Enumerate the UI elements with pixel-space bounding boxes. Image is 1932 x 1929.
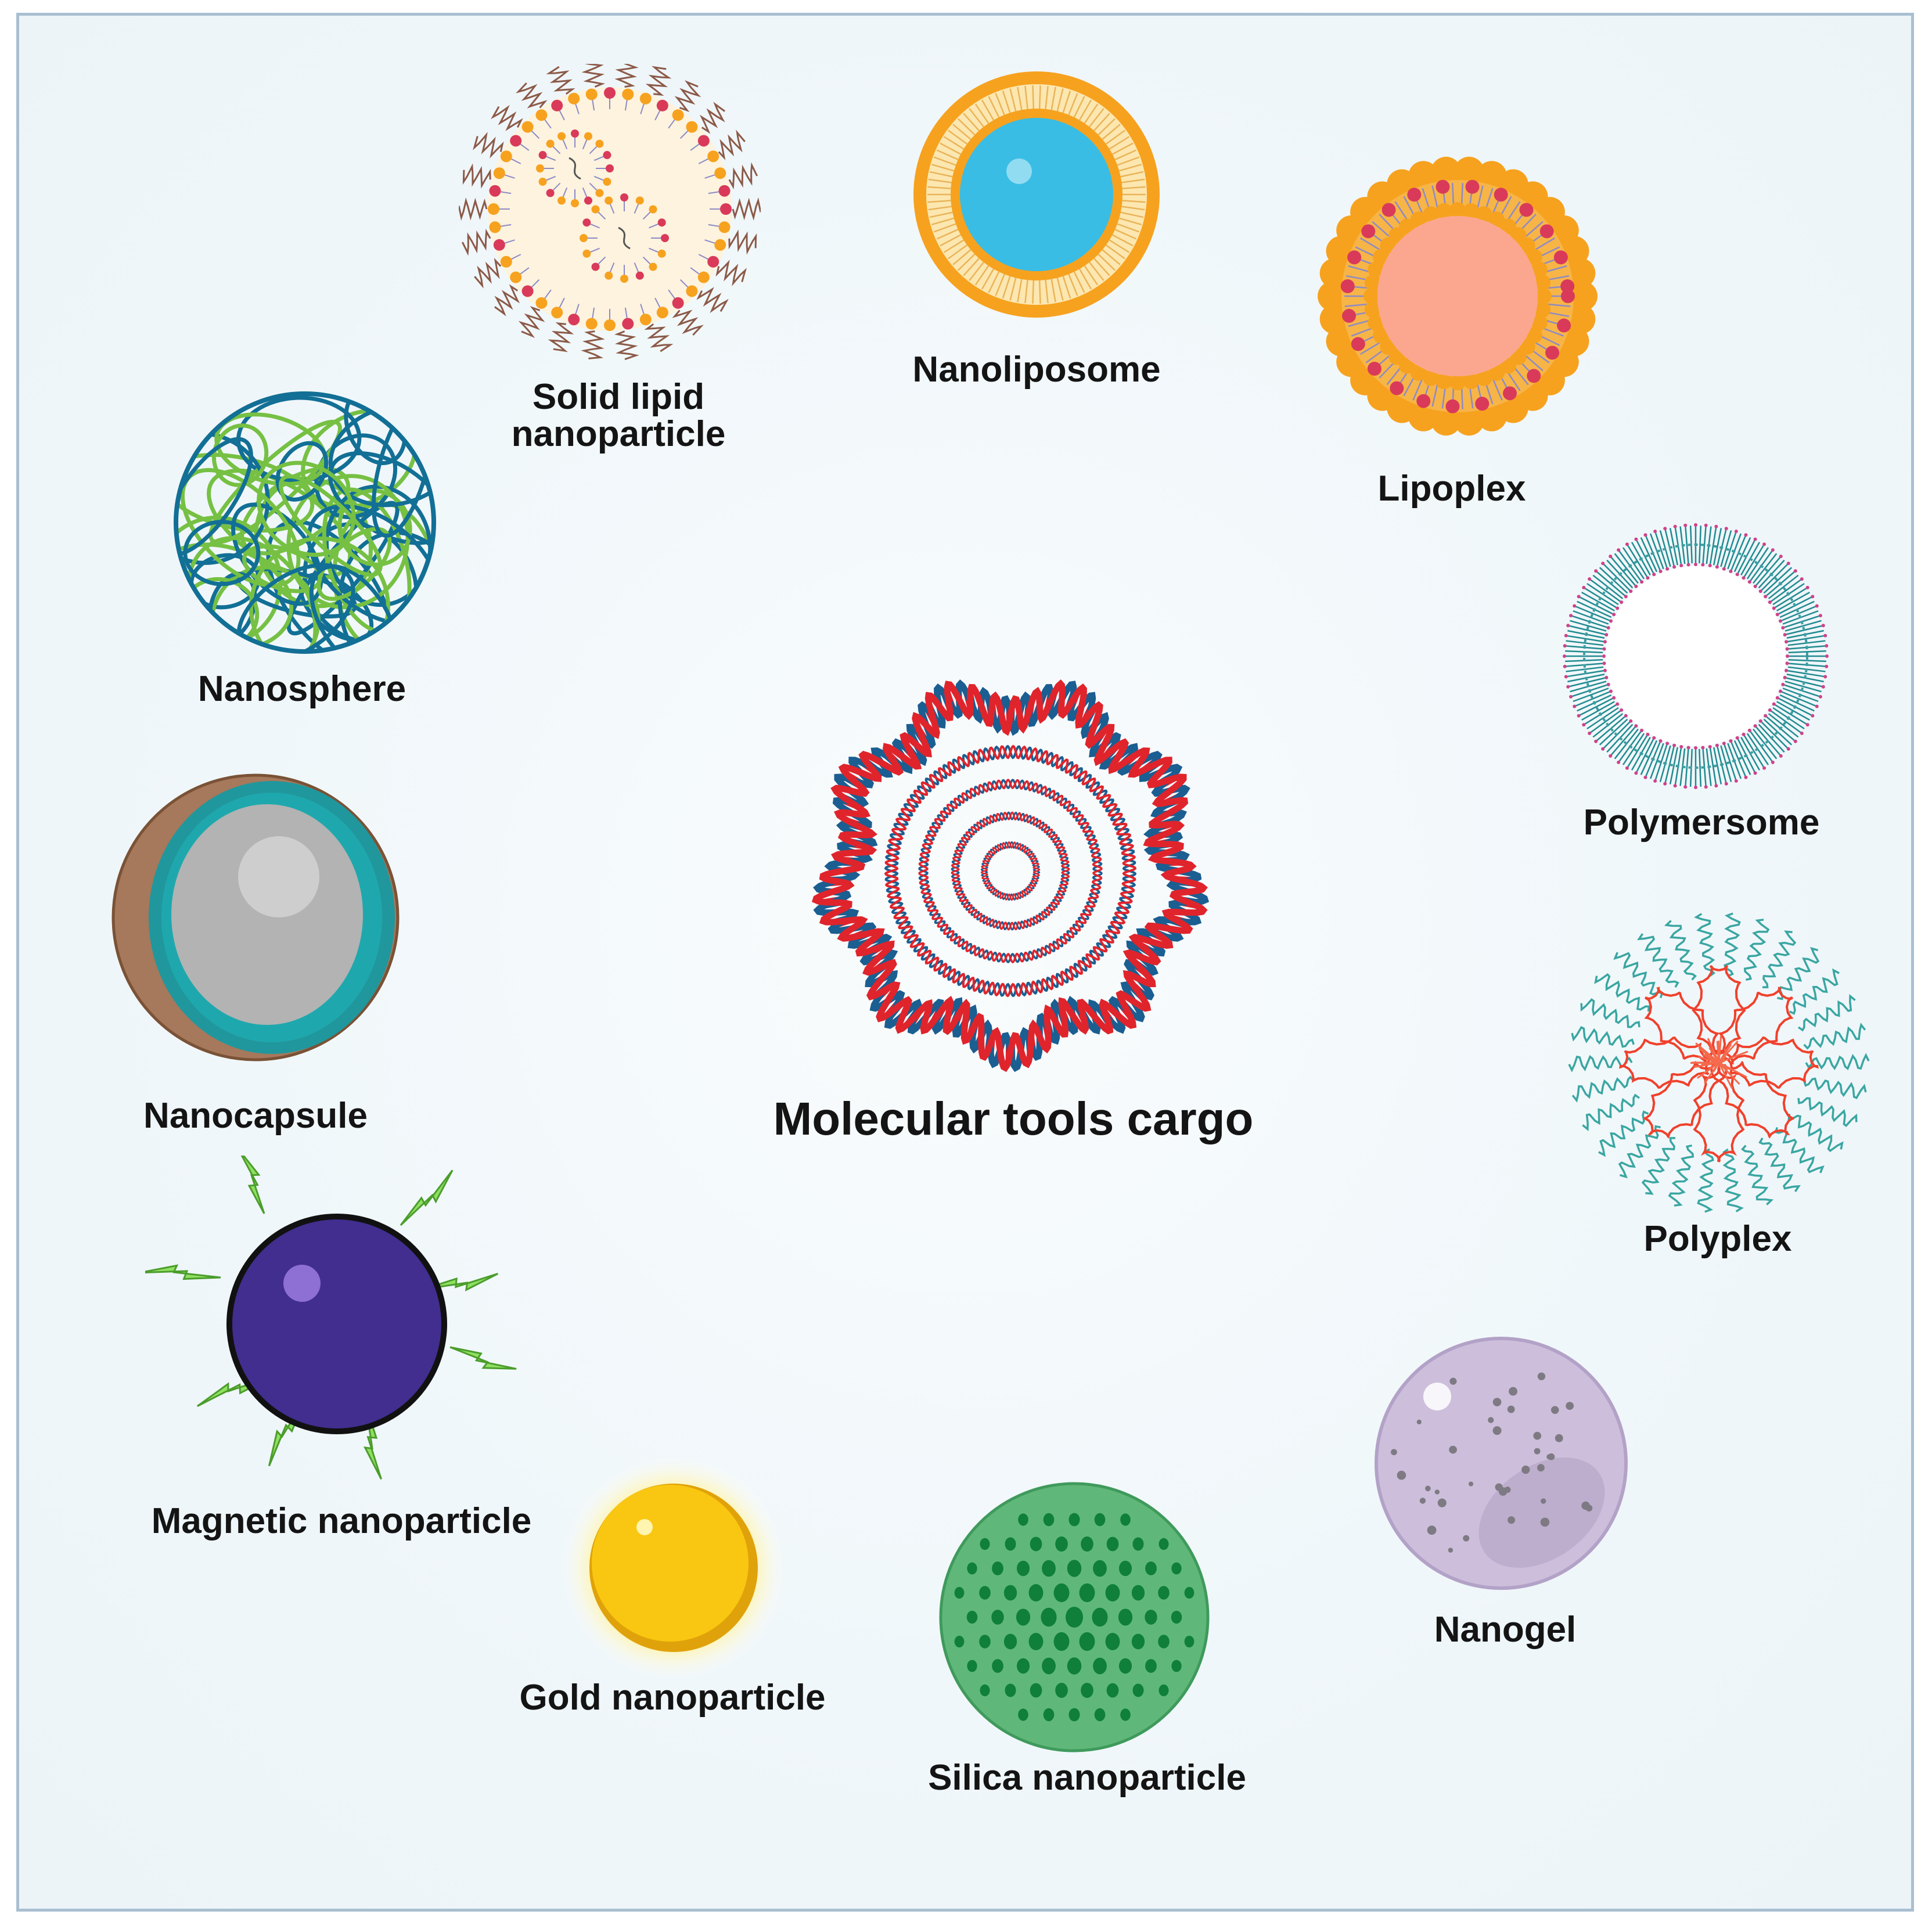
solid-lipid-nanoparticle-icon: [459, 64, 761, 361]
label-polymersome: Polymersome: [1583, 802, 1820, 843]
polymersome-icon: [1563, 523, 1829, 789]
nanoliposome-icon: [913, 71, 1160, 318]
label-polyplex: Polyplex: [1643, 1219, 1792, 1259]
label-lipoplex: Lipoplex: [1377, 469, 1526, 509]
label-nanogel: Nanogel: [1434, 1610, 1577, 1650]
polyplex-icon: [1568, 912, 1870, 1213]
label-solid-lipid-nanoparticle: Solid lipid nanoparticle: [511, 377, 726, 454]
label-gold-nanoparticle: Gold nanoparticle: [519, 1678, 826, 1718]
lipoplex-icon: [1318, 156, 1598, 436]
silica-nanoparticle-icon: [939, 1482, 1210, 1752]
label-nanosphere: Nanosphere: [197, 669, 406, 709]
label-nanoliposome: Nanoliposome: [912, 350, 1161, 390]
nanocapsule-icon: [111, 773, 400, 1061]
nanosphere-icon: [174, 391, 436, 654]
label-silica-nanoparticle: Silica nanoparticle: [928, 1758, 1246, 1798]
magnetic-nanoparticle-icon: [145, 1156, 517, 1480]
dna-cargo-icon: [811, 679, 1210, 1073]
nanogel-icon: [1375, 1337, 1628, 1590]
gold-nanoparticle-icon: [560, 1455, 787, 1681]
center-label: Molecular tools cargo: [773, 1093, 1254, 1145]
label-nanocapsule: Nanocapsule: [143, 1096, 368, 1136]
label-magnetic-nanoparticle: Magnetic nanoparticle: [151, 1501, 532, 1541]
